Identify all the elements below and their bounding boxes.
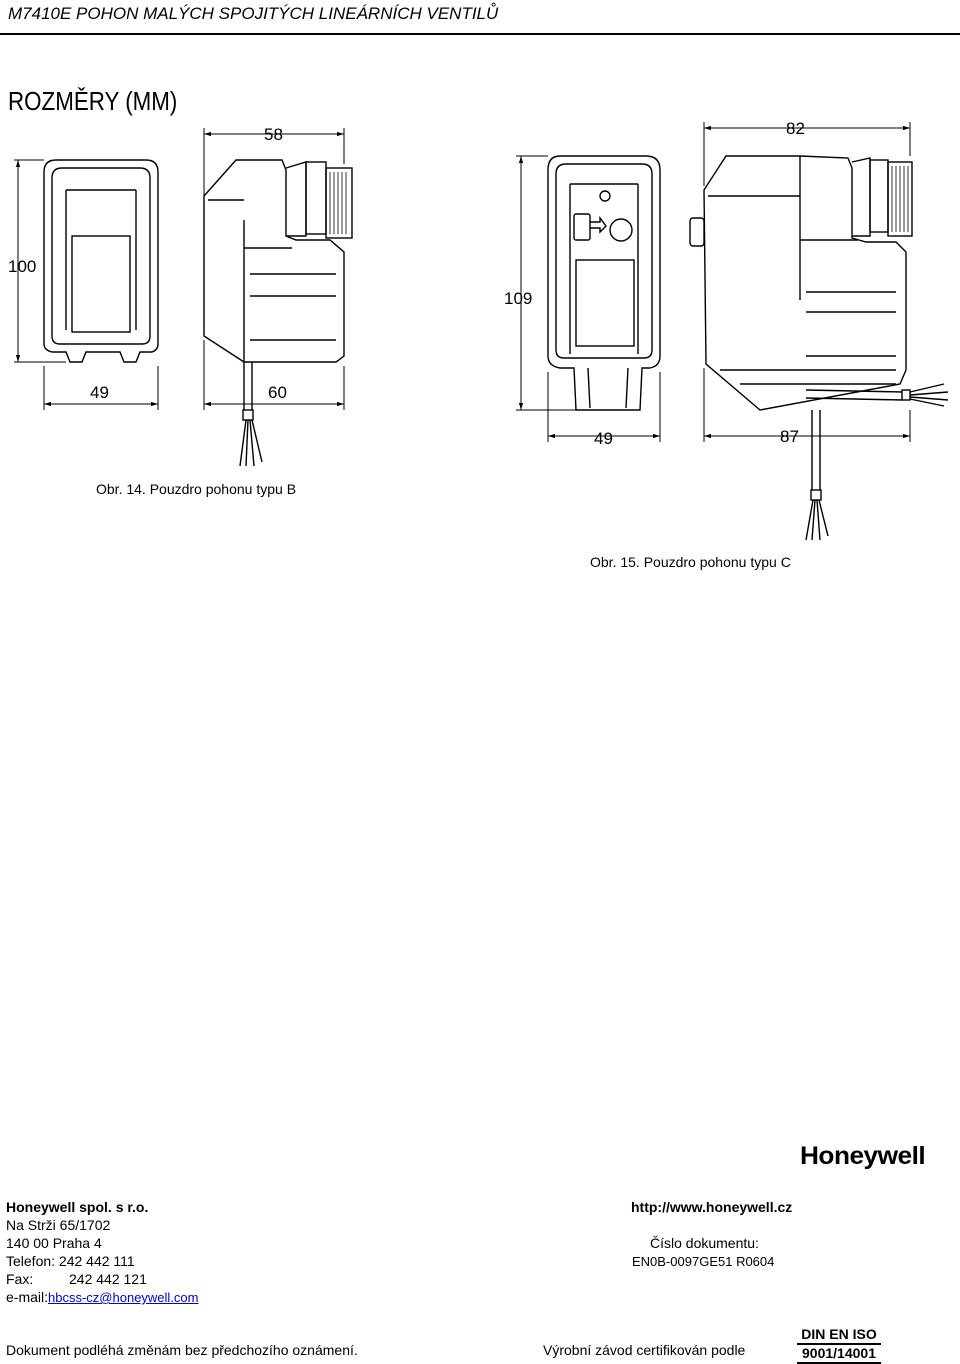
honeywell-logo: Honeywell — [800, 1142, 926, 1170]
company-street: Na Strži 65/1702 — [6, 1217, 111, 1233]
iso-certification-badge: DIN EN ISO 9001/14001 — [797, 1326, 881, 1364]
company-fax-label: Fax: — [6, 1271, 34, 1287]
dim-c-top: 82 — [786, 119, 805, 138]
housing-c-side-view — [689, 155, 949, 541]
iso-number: 9001/14001 — [797, 1345, 881, 1364]
section-title: ROZMĚRY (MM) — [8, 86, 178, 116]
header-divider — [0, 33, 960, 35]
document-number-label: Číslo dokumentu: — [650, 1235, 759, 1251]
company-name: Honeywell spol. s r.o. — [6, 1199, 149, 1215]
dimension-drawing: 58 100 49 60 82 109 49 87 — [8, 119, 949, 541]
company-fax-value: 242 442 121 — [69, 1271, 147, 1287]
dim-c-height: 109 — [504, 289, 532, 308]
iso-standard: DIN EN ISO — [797, 1326, 881, 1345]
document-header-title: M7410E POHON MALÝCH SPOJITÝCH LINEÁRNÍCH… — [8, 4, 499, 23]
company-city: 140 00 Praha 4 — [6, 1235, 102, 1251]
housing-b-side-view — [203, 159, 353, 467]
figure-c-caption: Obr. 15. Pouzdro pohonu typu C — [590, 554, 791, 570]
dim-c-bottom-left: 49 — [594, 429, 613, 448]
housing-c-front-view — [547, 155, 661, 411]
factory-certification-text: Výrobní závod certifikován podle — [543, 1342, 746, 1358]
dim-b-bottom-left: 49 — [90, 383, 109, 402]
dim-b-bottom-right: 60 — [268, 383, 287, 402]
figure-b-caption: Obr. 14. Pouzdro pohonu typu B — [96, 481, 297, 497]
company-phone: Telefon: 242 442 111 — [6, 1253, 135, 1269]
email-label: e-mail: — [6, 1289, 49, 1305]
email-link[interactable]: hbcss-cz@honeywell.com — [48, 1290, 199, 1305]
disclaimer-text: Dokument podléhá změnám bez předchozího … — [6, 1342, 358, 1358]
website-link[interactable]: http://www.honeywell.cz — [631, 1199, 793, 1215]
housing-b-front-view — [43, 159, 159, 363]
dim-b-height: 100 — [8, 257, 36, 276]
dim-c-bottom-right: 87 — [780, 427, 799, 446]
dim-b-top: 58 — [264, 125, 283, 144]
document-number: EN0B-0097GE51 R0604 — [632, 1254, 775, 1269]
